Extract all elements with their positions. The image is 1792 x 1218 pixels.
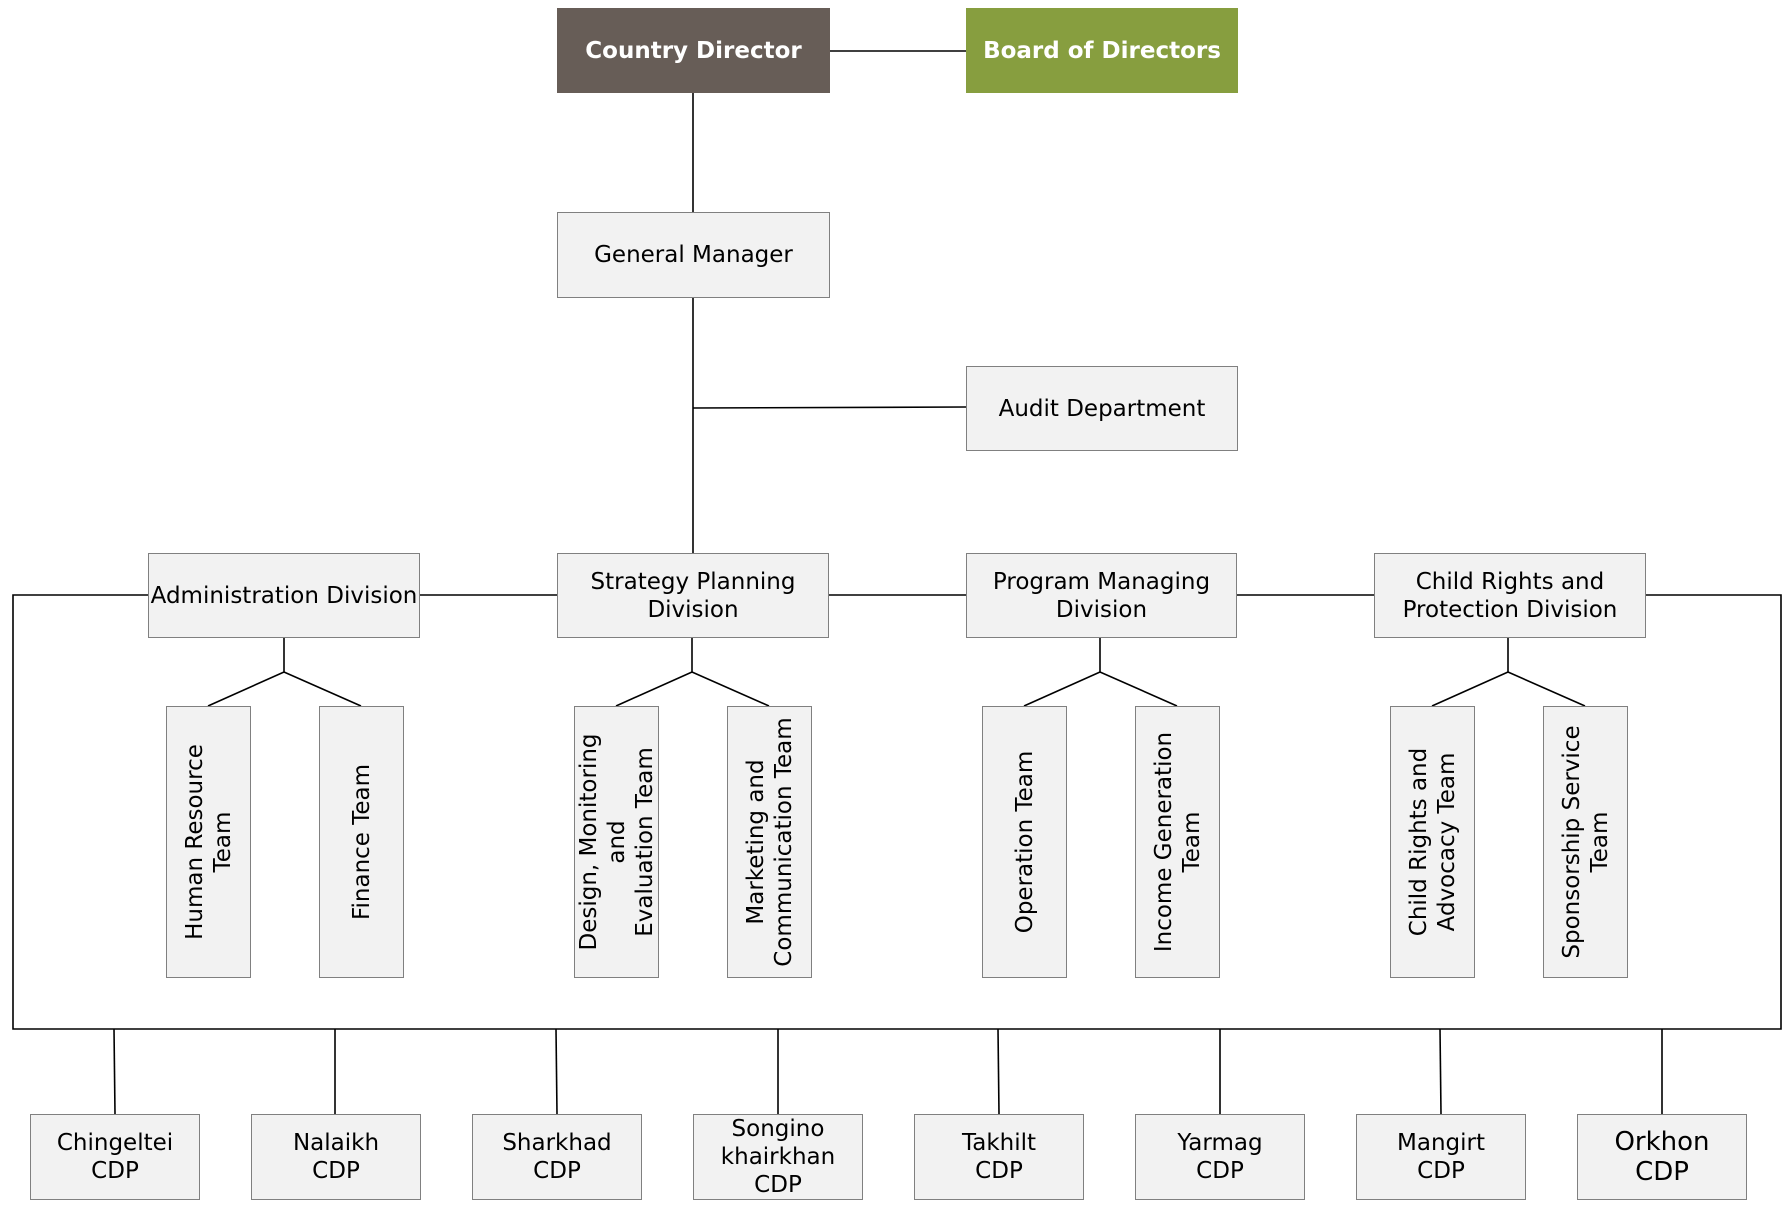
cdp-nalaikh: Nalaikh CDP bbox=[251, 1114, 421, 1200]
division-strategy-planning: Strategy Planning Division bbox=[557, 553, 829, 638]
cdp-orkhon: Orkhon CDP bbox=[1577, 1114, 1747, 1200]
cdp-label: Orkhon CDP bbox=[1614, 1127, 1710, 1187]
cdp-mangirt: Mangirt CDP bbox=[1356, 1114, 1526, 1200]
team-label: Income Generation Team bbox=[1150, 731, 1205, 953]
cdp-label: Sharkhad CDP bbox=[502, 1130, 612, 1184]
fork-admin-branches bbox=[207, 671, 362, 707]
audit-department-box: Audit Department bbox=[966, 366, 1238, 451]
division-label: Program Managing Division bbox=[992, 568, 1211, 623]
country-director-box: Country Director bbox=[557, 8, 830, 93]
cdp-label: Yarmag CDP bbox=[1177, 1130, 1263, 1184]
team-label: Design, Monitoring and Evaluation Team bbox=[575, 733, 658, 951]
drop-cdp-7 bbox=[1439, 1028, 1442, 1115]
team-label: Operation Team bbox=[1011, 750, 1038, 934]
team-label: Marketing and Communication Team bbox=[742, 717, 797, 967]
cdp-chingeltei: Chingeltei CDP bbox=[30, 1114, 200, 1200]
team-label: Child Rights and Advocacy Team bbox=[1405, 747, 1460, 937]
division-label: Administration Division bbox=[150, 582, 418, 609]
drop-cdp-3 bbox=[555, 1028, 558, 1115]
audit-department-label: Audit Department bbox=[998, 395, 1206, 422]
cdp-sharkhad: Sharkhad CDP bbox=[472, 1114, 642, 1200]
cdp-label: Takhilt CDP bbox=[961, 1130, 1037, 1184]
cdp-label: Mangirt CDP bbox=[1397, 1130, 1485, 1184]
general-manager-box: General Manager bbox=[557, 212, 830, 298]
division-child-rights-protection: Child Rights and Protection Division bbox=[1374, 553, 1646, 638]
division-program-managing: Program Managing Division bbox=[966, 553, 1237, 638]
team-child-rights-advocacy: Child Rights and Advocacy Team bbox=[1390, 706, 1475, 978]
cdp-label: Chingeltei CDP bbox=[56, 1130, 174, 1184]
team-income-generation: Income Generation Team bbox=[1135, 706, 1220, 978]
drop-cdp-5 bbox=[997, 1028, 1000, 1115]
board-of-directors-label: Board of Directors bbox=[983, 37, 1221, 64]
general-manager-label: General Manager bbox=[594, 242, 793, 268]
drop-cdp-1 bbox=[113, 1028, 116, 1115]
cdp-label: Songino khairkhan CDP bbox=[720, 1116, 836, 1198]
team-marketing-communication: Marketing and Communication Team bbox=[727, 706, 812, 978]
team-design-monitoring-evaluation: Design, Monitoring and Evaluation Team bbox=[574, 706, 659, 978]
team-finance: Finance Team bbox=[319, 706, 404, 978]
cdp-label: Nalaikh CDP bbox=[292, 1130, 380, 1184]
team-label: Human Resource Team bbox=[181, 744, 236, 940]
team-human-resource: Human Resource Team bbox=[166, 706, 251, 978]
division-label: Strategy Planning Division bbox=[590, 568, 796, 623]
division-label: Child Rights and Protection Division bbox=[1402, 568, 1618, 623]
division-administration: Administration Division bbox=[148, 553, 420, 638]
connector-audit bbox=[692, 406, 967, 409]
team-sponsorship-service: Sponsorship Service Team bbox=[1543, 706, 1628, 978]
fork-program-branches bbox=[1023, 671, 1178, 707]
cdp-yarmag: Yarmag CDP bbox=[1135, 1114, 1305, 1200]
team-label: Finance Team bbox=[348, 763, 375, 921]
board-of-directors-box: Board of Directors bbox=[966, 8, 1238, 93]
connector-left-frame bbox=[12, 594, 1782, 1030]
fork-strategy-branches bbox=[615, 671, 770, 707]
country-director-label: Country Director bbox=[585, 37, 802, 64]
fork-childrights-branches bbox=[1431, 671, 1586, 707]
team-operation: Operation Team bbox=[982, 706, 1067, 978]
cdp-takhilt: Takhilt CDP bbox=[914, 1114, 1084, 1200]
cdp-songino-khairkhan: Songino khairkhan CDP bbox=[693, 1114, 863, 1200]
team-label: Sponsorship Service Team bbox=[1558, 725, 1613, 959]
